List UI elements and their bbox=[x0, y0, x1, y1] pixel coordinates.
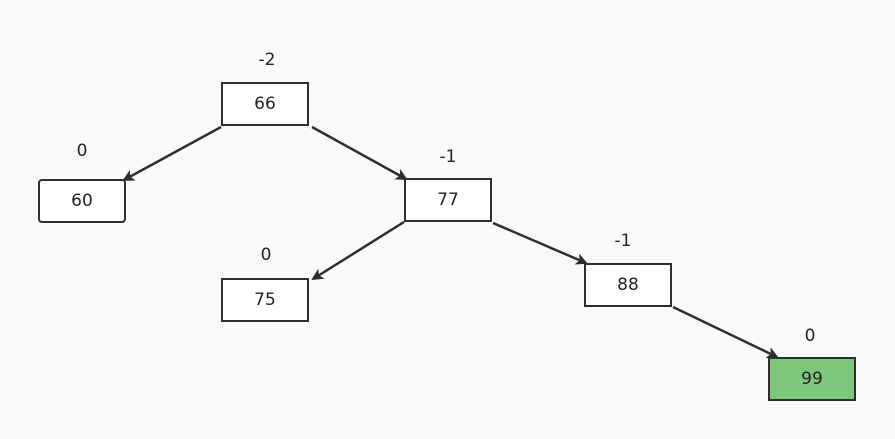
tree-node-88: 88 bbox=[584, 263, 672, 307]
node-key-60: 60 bbox=[71, 191, 93, 211]
tree-node-75: 75 bbox=[221, 278, 309, 322]
tree-node-99-highlighted: 99 bbox=[768, 357, 856, 401]
balance-factor-88: -1 bbox=[614, 231, 632, 251]
tree-node-77: 77 bbox=[404, 178, 492, 222]
node-key-75: 75 bbox=[254, 290, 276, 310]
balance-factor-66: -2 bbox=[258, 50, 276, 70]
tree-node-60: 60 bbox=[38, 179, 126, 223]
node-key-77: 77 bbox=[437, 190, 459, 210]
edge-88-to-99 bbox=[672, 305, 779, 359]
edge-66-to-60 bbox=[122, 125, 222, 182]
edge-77-to-75 bbox=[311, 220, 405, 281]
edge-77-to-88 bbox=[492, 221, 588, 265]
edge-66-to-77 bbox=[311, 125, 408, 181]
balance-factor-77: -1 bbox=[439, 147, 457, 167]
tree-node-66: 66 bbox=[221, 82, 309, 126]
balance-factor-99: 0 bbox=[804, 326, 816, 346]
balance-factor-75: 0 bbox=[260, 245, 272, 265]
balance-factor-60: 0 bbox=[76, 141, 88, 161]
node-key-88: 88 bbox=[617, 275, 639, 295]
node-key-99: 99 bbox=[801, 369, 823, 389]
node-key-66: 66 bbox=[254, 94, 276, 114]
